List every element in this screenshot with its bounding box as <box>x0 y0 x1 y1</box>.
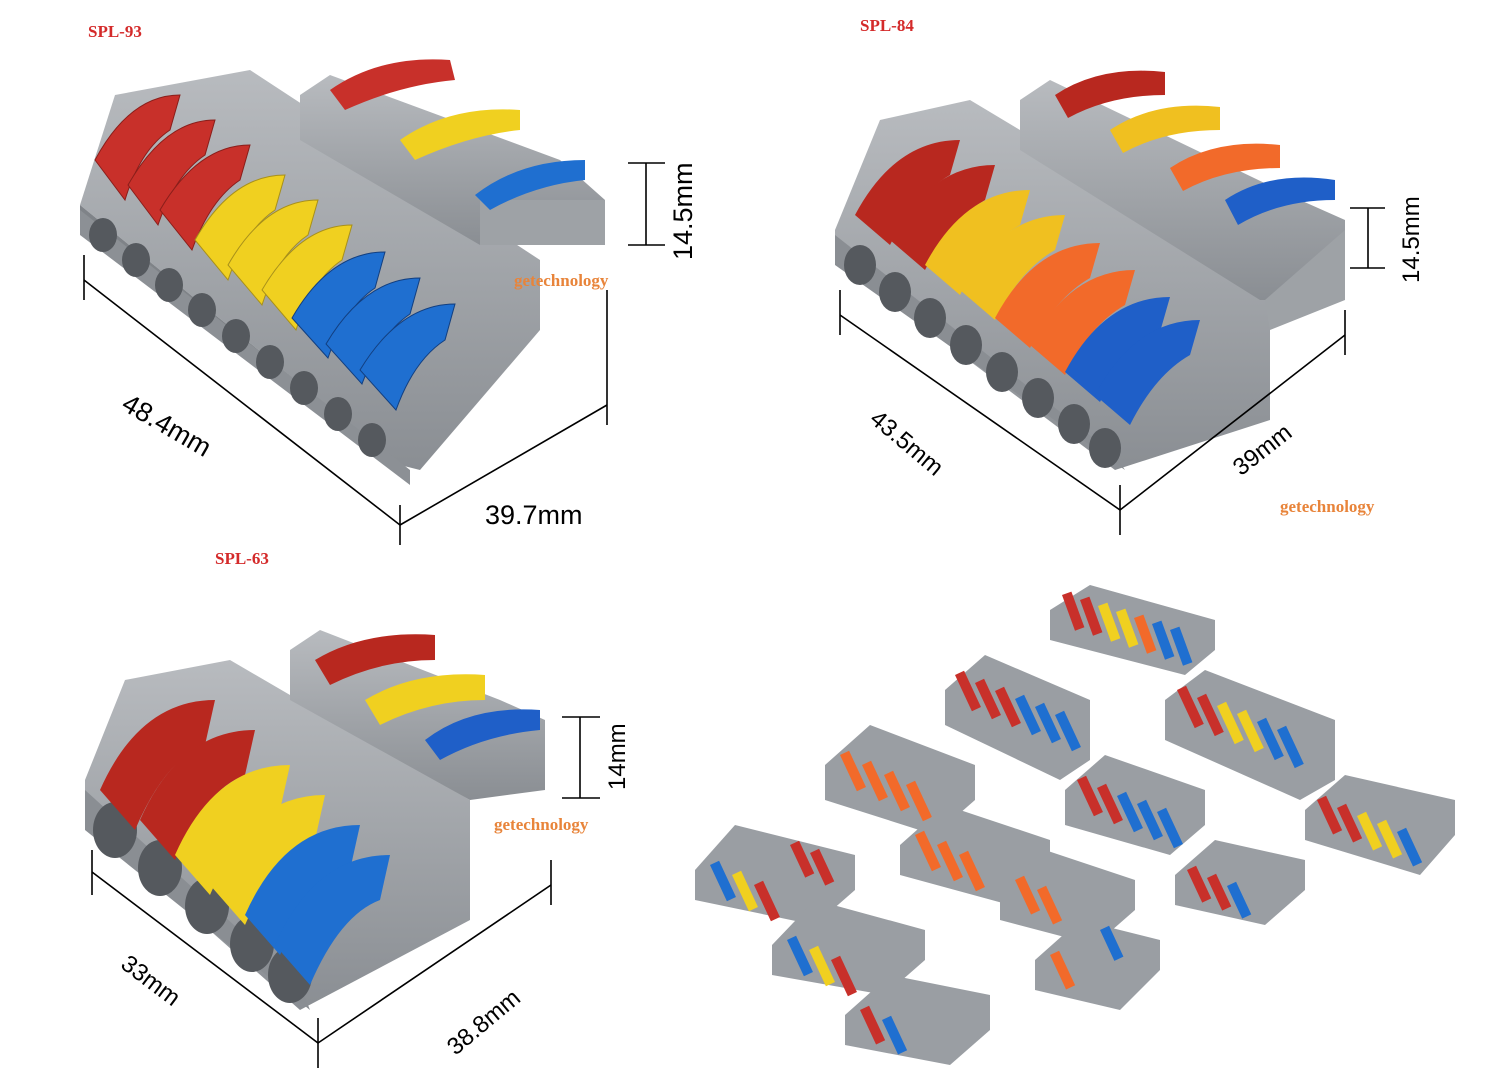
dimension-height-spl84: 14.5mm <box>1398 196 1425 283</box>
watermark: getechnology <box>514 271 609 290</box>
assorted-connector <box>1305 775 1455 875</box>
model-label-spl63: SPL-63 <box>215 549 269 568</box>
dimension-width-spl93: 39.7mm <box>485 500 583 530</box>
dimension-height-spl93: 14.5mm <box>668 162 698 260</box>
dimension-height-spl63: 14mm <box>604 723 631 790</box>
assorted-connector <box>945 655 1090 780</box>
assorted-connector <box>1000 850 1135 945</box>
assorted-connector <box>845 975 990 1065</box>
assorted-connector <box>1035 920 1160 1010</box>
spl93-connector <box>80 59 605 485</box>
spl63-connector <box>85 630 545 1010</box>
watermark: getechnology <box>1280 497 1375 516</box>
spl84-dimension-lines <box>839 207 1385 535</box>
model-label-spl84: SPL-84 <box>860 16 914 35</box>
assorted-connector <box>825 725 975 835</box>
assorted-connector <box>1175 840 1305 925</box>
spl63-dimension-lines <box>91 716 600 1068</box>
spl93-dimension-lines <box>83 162 665 545</box>
assorted-connector <box>772 900 925 997</box>
assorted-connector <box>1165 670 1335 800</box>
assortment-group <box>695 585 1455 1065</box>
assorted-connector <box>1050 585 1215 675</box>
assorted-connector <box>1065 755 1205 855</box>
spl84-connector <box>835 70 1345 470</box>
watermark: getechnology <box>494 815 589 834</box>
model-label-spl93: SPL-93 <box>88 22 142 41</box>
